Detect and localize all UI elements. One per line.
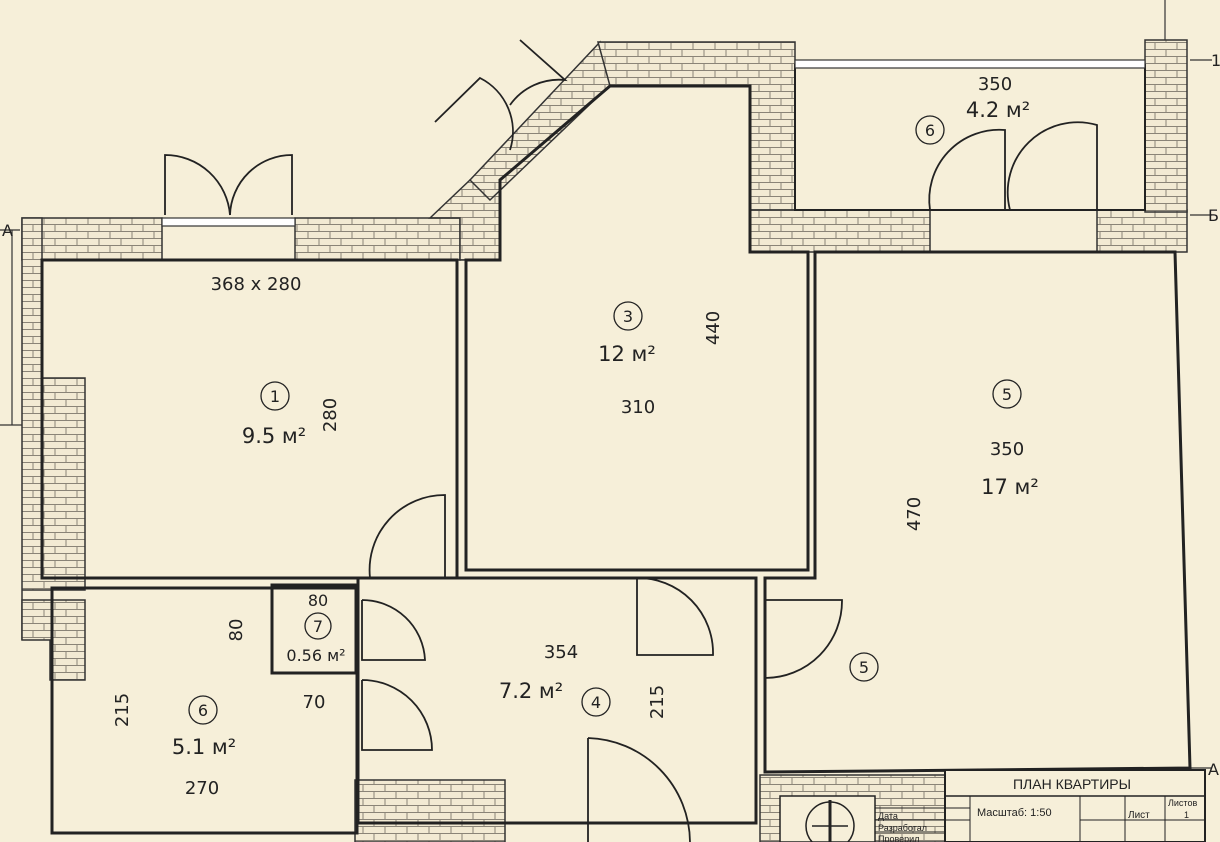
room-6-area: 5.1 м²: [172, 735, 236, 759]
axis-b-right: Б: [1208, 206, 1219, 225]
axis-a-left: A: [2, 221, 13, 240]
compass-icon: [779, 795, 876, 842]
room-6-dim-right: 70: [303, 692, 326, 713]
title-block-sheets-value: 1: [1184, 810, 1189, 820]
room-5: 5 350 17 м² 470 5: [849, 379, 1039, 682]
room-3-dim-bottom: 310: [621, 397, 655, 418]
title-block-sheet-label: Лист: [1128, 810, 1150, 821]
room-6-dim-top: 80: [226, 619, 247, 642]
room-5-area: 17 м²: [981, 475, 1039, 499]
title-block-scale: Масштаб: 1:50: [977, 807, 1052, 819]
room-4-area: 7.2 м²: [499, 679, 563, 703]
room-6-number-circle: [188, 695, 218, 725]
balcony-number-circle: [915, 115, 945, 145]
room-7: 80 7 0.56 м²: [286, 591, 345, 665]
room-7-number: 7: [313, 617, 323, 636]
axis-1-right: 1: [1211, 51, 1220, 70]
room-4-number: 4: [591, 693, 601, 712]
balcony-number: 6: [925, 121, 935, 140]
room-1-dim-top: 368 x 280: [211, 274, 302, 295]
room-4-number-circle: [581, 687, 611, 717]
room-5-dim-side: 470: [904, 497, 925, 531]
room-6: 80 215 6 5.1 м² 270 70: [112, 619, 325, 799]
axis-a-right: A: [1208, 760, 1219, 779]
title-block-title: ПЛАН КВАРТИРЫ: [1013, 776, 1131, 792]
room-1-number-circle: [260, 381, 290, 411]
room-5-dim-top: 350: [990, 439, 1024, 460]
windows: [161, 59, 1146, 227]
title-block-row-date: Дата: [878, 811, 898, 821]
room-6-dim-bottom: 270: [185, 778, 219, 799]
room-3: 3 12 м² 440 310: [598, 301, 724, 418]
room-5-lower-number-circle: [849, 652, 879, 682]
room-1-area: 9.5 м²: [242, 424, 306, 448]
room-outlines: [40, 64, 1192, 835]
room-7-dim-top: 80: [308, 591, 328, 610]
room-6-number: 6: [198, 701, 208, 720]
room-3-number-circle: [613, 301, 643, 331]
room-6-balcony: 350 4.2 м² 6: [915, 74, 1030, 145]
frame-lines: [0, 0, 1212, 769]
room-7-number-circle: [304, 612, 332, 640]
room-6-dim-side: 215: [112, 693, 133, 727]
room-7-area: 0.56 м²: [286, 646, 345, 665]
room-3-number: 3: [623, 307, 633, 326]
title-block-row-developer: Разработал: [878, 823, 927, 833]
room-5-number-circle: [992, 379, 1022, 409]
room-5-lower-number: 5: [859, 658, 869, 677]
title-block-row-checked: Проверил: [878, 834, 919, 842]
balcony-area: 4.2 м²: [966, 98, 1030, 122]
title-block: ПЛАН КВАРТИРЫ Масштаб: 1:50 Лист Листов …: [874, 769, 1206, 842]
room-3-dim-side: 440: [703, 311, 724, 345]
room-4-dim-side: 215: [647, 685, 668, 719]
room-5-number: 5: [1002, 385, 1012, 404]
doors: [164, 39, 1098, 842]
room-4-dim-top: 354: [544, 642, 578, 663]
room-1-dim-side: 280: [320, 398, 341, 432]
room-1: 368 x 280 1 9.5 м² 280: [211, 274, 341, 448]
title-block-sheets-label: Листов: [1168, 798, 1197, 808]
balcony-dim-top: 350: [978, 74, 1012, 95]
room-4: 354 7.2 м² 4 215: [499, 642, 668, 719]
room-3-area: 12 м²: [598, 342, 656, 366]
room-1-number: 1: [270, 387, 280, 406]
